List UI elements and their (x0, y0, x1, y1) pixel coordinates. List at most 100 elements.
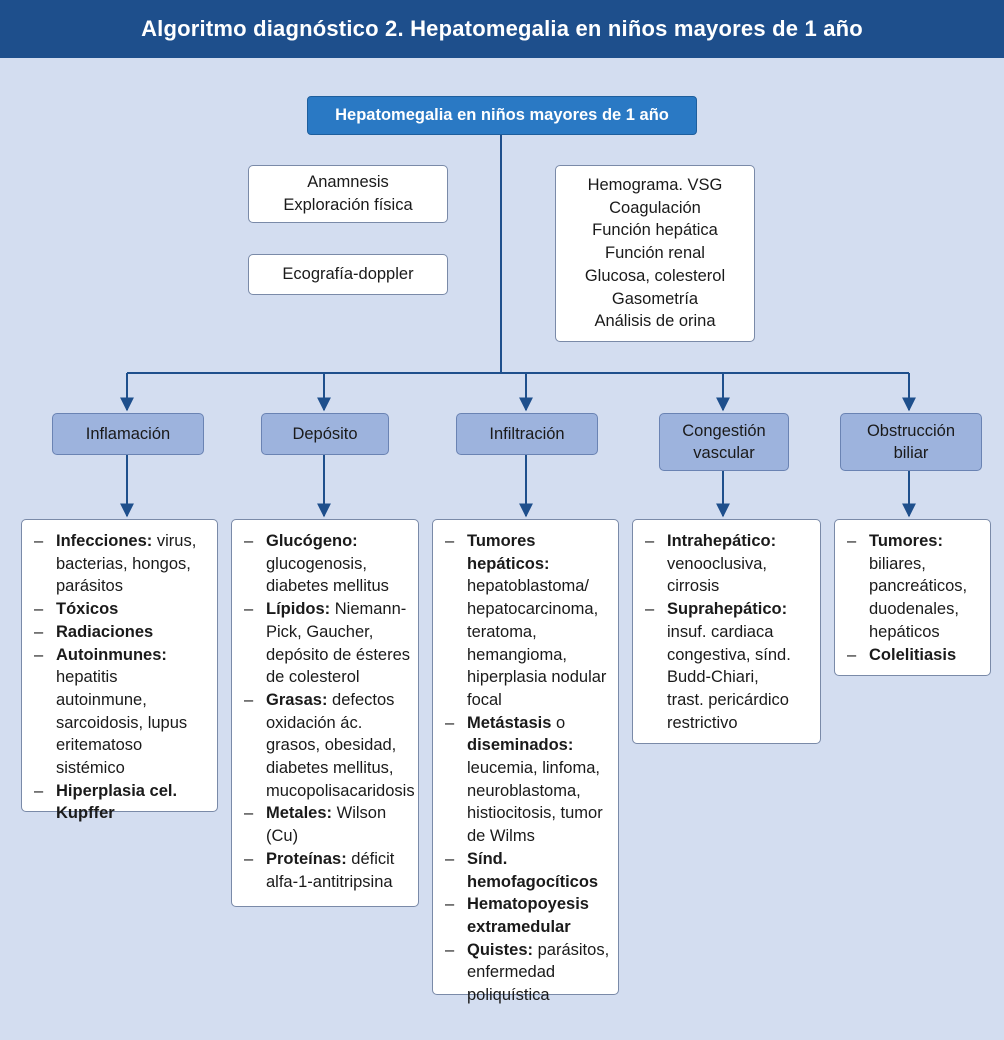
list-item: –Intrahepático:venooclusiva,cirrosis (645, 530, 812, 598)
item-text: Tóxicos (56, 598, 209, 621)
lab-test-item: Función hepática (592, 221, 718, 240)
category-deposito: Depósito (261, 413, 389, 455)
category-infiltracion: Infiltración (456, 413, 598, 455)
item-heading: diseminados: (467, 736, 574, 755)
bullet-dash: – (244, 849, 254, 868)
anamnesis-box: Anamnesis Exploración física (248, 165, 448, 223)
item-detail: de Wilms (467, 827, 535, 846)
item-heading: Proteínas: (266, 849, 347, 868)
list-item: –Tumores hepáticos:hepatoblastoma/hepato… (445, 530, 610, 712)
item-text: Sínd. hemofagocíticos (467, 848, 610, 893)
item-detail: diabetes mellitus (266, 577, 389, 596)
lab-test-item: Glucosa, colesterol (584, 266, 726, 285)
item-heading: Infecciones: (56, 532, 153, 550)
item-detail: alfa-1-antitripsina (266, 872, 393, 891)
bullet-dash: – (847, 532, 857, 550)
item-detail: leucemia, linfoma, (467, 759, 600, 778)
item-detail: venooclusiva, (667, 554, 767, 573)
item-text: Tumores:biliares,pancreáticos,duodenales… (869, 530, 982, 644)
item-detail: depósito de ésteres (266, 645, 411, 664)
list-item: –Suprahepático: insuf. cardiaca congestiva… (645, 598, 812, 734)
bullet-dash: – (34, 622, 44, 641)
item-detail: trast. pericárdico (667, 690, 789, 709)
bullet-dash: – (445, 940, 455, 959)
page-title: Algoritmo diagnóstico 2. Hepatomegalia e… (0, 0, 1004, 58)
bullet-dash: – (34, 600, 44, 619)
item-text: Intrahepático:venooclusiva,cirrosis (667, 530, 812, 598)
list-deposito: – Glucógeno:glucogenosis,diabetes mellitu… (231, 519, 419, 907)
list-item: –Tóxicos (34, 598, 209, 621)
bullet-dash: – (34, 532, 44, 550)
item-text: Glucógeno:glucogenosis,diabetes mellitus (266, 530, 410, 598)
category-label: Depósito (292, 425, 358, 443)
item-detail: insuf. cardiaca (667, 622, 774, 641)
item-detail: oxidación ác. (266, 713, 363, 732)
list-item: –Radiaciones (34, 621, 209, 644)
item-detail: duodenales, (869, 600, 959, 619)
item-heading: Grasas: (266, 690, 328, 709)
item-heading: Hiperplasia cel. (56, 781, 178, 800)
item-text: Metales: Wilson (Cu) (266, 802, 410, 847)
bullet-dash: – (244, 804, 254, 823)
bullet-dash: – (445, 895, 455, 914)
item-heading: Metales: (266, 804, 333, 823)
category-label: Inflamación (85, 425, 171, 443)
list-item: –Hiperplasia cel.Kupffer (34, 780, 209, 825)
item-text: Lípidos: Niemann-Pick, Gaucher,depósito … (266, 598, 410, 689)
item-detail: congestiva, sínd. (667, 645, 791, 664)
item-detail: parásitos (56, 577, 123, 596)
item-heading: Kupffer (56, 804, 115, 823)
item-detail: focal (467, 690, 502, 709)
item-detail: hepatoblastoma/ (467, 577, 590, 596)
bullet-dash: – (445, 532, 455, 550)
anamnesis-label: Anamnesis (307, 173, 389, 192)
lab-test-item: Análisis de orina (594, 312, 716, 331)
item-detail: o (551, 713, 566, 732)
item-detail: defectos (327, 690, 395, 709)
item-heading: Suprahepático: (667, 600, 788, 619)
list-congestion: –Intrahepático:venooclusiva,cirrosis–Sup… (632, 519, 821, 744)
lab-test-item: Coagulación (609, 198, 701, 217)
item-heading: Colelitiasis (869, 645, 957, 664)
item-detail: restrictivo (667, 713, 738, 732)
item-text: Radiaciones (56, 621, 209, 644)
category-label: vascular (693, 444, 755, 462)
lab-test-item: Función renal (605, 244, 705, 263)
bullet-dash: – (244, 690, 254, 709)
item-heading: Radiaciones (56, 622, 154, 641)
category-inflamacion: Inflamación (52, 413, 204, 455)
item-heading: Lípidos: (266, 600, 331, 619)
item-text: Tumores hepáticos:hepatoblastoma/hepatoc… (467, 530, 610, 712)
item-detail: Budd-Chiari, (667, 668, 759, 687)
item-detail: diabetes mellitus, (266, 759, 394, 778)
item-heading: Autoinmunes: (56, 645, 167, 664)
category-label: Congestión (682, 422, 766, 440)
list-inflamacion: –Infecciones: virus,bacterias, hongos,pa… (21, 519, 218, 822)
lab-test-item: Gasometría (611, 289, 699, 308)
item-text: Suprahepático: insuf. cardiaca congestiva,… (667, 598, 812, 734)
category-label: biliar (893, 444, 929, 462)
item-heading: Intrahepático: (667, 532, 777, 550)
item-detail: hemangioma, (467, 645, 567, 664)
item-heading: Sínd. (467, 849, 508, 868)
item-detail: enfermedad (467, 963, 556, 982)
item-detail: hepáticos (869, 622, 940, 641)
item-heading: hemofagocíticos (467, 872, 599, 891)
item-detail: autoinmune, (56, 690, 147, 709)
item-detail: hepatitis (56, 668, 118, 687)
list-item: –Colelitiasis (847, 644, 982, 667)
physical-exam-label: Exploración física (283, 196, 413, 214)
bullet-dash: – (34, 645, 44, 664)
item-text: Infecciones: virus,bacterias, hongos,par… (56, 530, 209, 598)
item-detail: Pick, Gaucher, (266, 622, 374, 641)
list-item: –Metales: Wilson (Cu) (244, 802, 410, 847)
bullet-dash: – (645, 600, 655, 619)
